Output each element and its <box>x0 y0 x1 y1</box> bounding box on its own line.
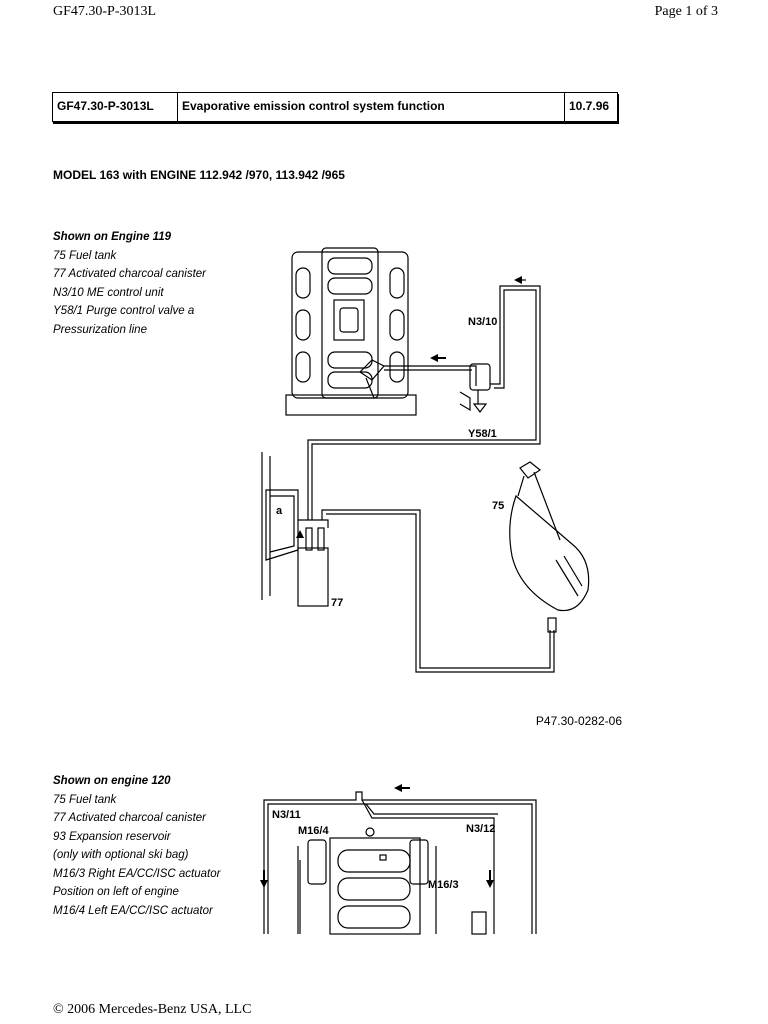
legend-item: 93 Expansion reservoir <box>53 830 171 843</box>
legend-item: 75 Fuel tank <box>53 249 117 262</box>
figure-reference: P47.30-0282-06 <box>535 714 622 728</box>
label-n3-10: N3/10 <box>468 316 497 328</box>
label-n3-11: N3/11 <box>272 809 301 821</box>
legend-heading: Shown on Engine 119 <box>53 231 171 243</box>
label-canister: 77 <box>331 597 343 609</box>
legend-item: (only with optional ski bag) <box>53 849 189 861</box>
model-line: MODEL 163 with ENGINE 112.942 /970, 113.… <box>53 168 345 182</box>
label-m16-3: M16/3 <box>428 879 459 891</box>
label-a: a <box>276 505 283 517</box>
legend-item: M16/4 Left EA/CC/ISC actuator <box>53 904 213 917</box>
legend-item: Position on left of engine <box>53 886 179 898</box>
header-doc-code: GF47.30-P-3013L <box>53 4 157 19</box>
title-code: GF47.30-P-3013L <box>53 93 178 121</box>
label-m16-4: M16/4 <box>298 825 329 837</box>
return-line <box>311 285 541 520</box>
purge-line <box>384 365 477 386</box>
label-y58-1: Y58/1 <box>468 428 497 440</box>
legend-item: M16/3 Right EA/CC/ISC actuator <box>53 867 221 880</box>
title-table: GF47.30-P-3013L Evaporative emission con… <box>52 92 618 122</box>
legend-item: N3/10 ME control unit <box>53 286 164 299</box>
label-fuel-tank: 75 <box>492 500 504 512</box>
legend-section-1: Shown on Engine 119 75 Fuel tank 77 Acti… <box>53 228 206 339</box>
legend-section-2: Shown on engine 120 75 Fuel tank 77 Acti… <box>53 772 220 920</box>
engine-block <box>285 247 417 416</box>
label-n3-12: N3/12 <box>466 823 495 835</box>
charcoal-canister <box>297 547 329 607</box>
fuel-tank <box>509 494 590 612</box>
header-page-number: Page 1 of 3 <box>654 4 718 19</box>
legend-heading: Shown on engine 120 <box>53 775 171 787</box>
title-date: 10.7.96 <box>569 99 610 113</box>
legend-item: 75 Fuel tank <box>53 793 117 806</box>
legend-item: 77 Activated charcoal canister <box>53 812 206 824</box>
title-text: Evaporative emission control system func… <box>178 93 565 121</box>
footer-copyright: © 2006 Mercedes-Benz USA, LLC <box>53 1002 252 1017</box>
legend-item: Pressurization line <box>53 323 147 336</box>
legend-item: Y58/1 Purge control valve a <box>53 305 195 317</box>
n3-10-valve <box>469 363 491 391</box>
legend-item: 77 Activated charcoal canister <box>53 268 206 280</box>
